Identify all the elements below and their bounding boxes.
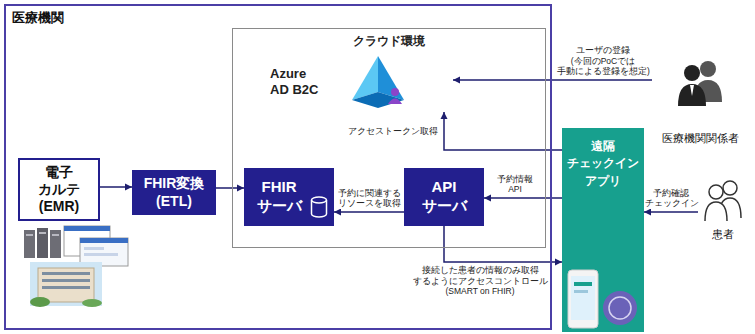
hospital-photo [30, 262, 102, 307]
arrow-head [484, 195, 491, 202]
building [38, 268, 94, 302]
arrow-head [453, 77, 460, 84]
server-box: API サーバ [404, 168, 484, 226]
node-label: 遠隔 チェックイン アプリ [567, 138, 639, 190]
tree [30, 297, 50, 307]
person-body [678, 84, 706, 106]
connector-line [334, 211, 404, 213]
arrow-head [644, 209, 651, 216]
connector [453, 77, 652, 84]
edge-label: 予約に関連する リソースを取得 [336, 188, 402, 209]
system-box: 電子 カルテ (EMR) [18, 158, 100, 221]
connector-line [444, 226, 562, 262]
edge-label: ユーザの登録 (今回のPoCでは 手動による登録を想定) [556, 45, 650, 77]
connector-line [453, 79, 652, 81]
staff-icon [670, 58, 730, 106]
person-head [700, 61, 716, 77]
phone-row [574, 290, 588, 293]
actor: 医療機関関係者 [652, 58, 748, 148]
person-head [723, 181, 737, 195]
screen-row [84, 247, 104, 250]
connector-line [444, 112, 562, 150]
edge-label: 予約情報 API [495, 174, 535, 195]
server-tower [24, 230, 35, 258]
screen-titlebar [80, 238, 128, 243]
dial [603, 291, 637, 325]
node-label: クラウド環境 [353, 33, 425, 50]
phone-illustration [564, 268, 640, 330]
node-label: 医療機関 [12, 9, 64, 27]
azure-icon [348, 54, 408, 110]
server-slot [26, 234, 33, 236]
node-label: Azure AD B2C [270, 66, 321, 99]
connector-line [644, 211, 698, 213]
patient-icon [700, 178, 746, 222]
screen-illustration [64, 226, 128, 266]
database-top [312, 197, 327, 203]
node-label: API サーバ [419, 178, 469, 216]
tree [82, 299, 102, 307]
dial-ring [609, 297, 631, 319]
database-body [312, 200, 327, 217]
app-panel: 遠隔 チェックイン アプリ [562, 128, 644, 332]
phone-body [568, 270, 598, 328]
cloud-boundary: クラウド環境 Azure AD B2C FHIR サーバ API サーバ [232, 28, 546, 248]
phone-screen [571, 276, 595, 320]
node-label: 医療機関関係者 [662, 131, 739, 146]
node-label: FHIR サーバ [254, 178, 304, 216]
edge-label: 予約確認 チェックイン [644, 188, 698, 209]
person-body [705, 202, 727, 221]
server-slot [39, 232, 46, 234]
person-head [684, 65, 700, 81]
connector [644, 209, 698, 216]
screen-window [80, 238, 128, 266]
window-row [42, 286, 90, 289]
node-label: 患者 [712, 227, 734, 242]
auth-service: Azure AD B2C [262, 52, 453, 112]
window-row [42, 279, 90, 282]
arrow-head [441, 112, 448, 119]
edge-label: 接続した患者の情報のみ取得 するようにアクセスコントロール (SMART on … [412, 265, 548, 297]
person-collar [690, 85, 694, 96]
person-head [709, 185, 723, 199]
node-label: FHIR変換 (ETL) [139, 175, 209, 210]
edge-label: アクセストークン取得 [347, 126, 439, 137]
window-row [42, 272, 90, 275]
connector [441, 112, 563, 150]
server-rack-illustration [24, 228, 61, 258]
connector [100, 184, 132, 191]
server-slot [52, 234, 59, 236]
user-body [388, 99, 402, 105]
connector [334, 209, 404, 216]
actor: 患者 [698, 178, 748, 244]
server-tower [37, 228, 48, 258]
phone-row [574, 282, 592, 286]
arrow-head [237, 185, 244, 192]
node-label: 電子 カルテ (EMR) [33, 164, 85, 214]
database-icon [310, 196, 328, 218]
sky [30, 262, 102, 306]
arrow-head [125, 184, 132, 191]
arrow-head [555, 259, 562, 266]
server-box: FHIR サーバ [244, 168, 334, 226]
user-head [391, 88, 399, 96]
arrow-head [334, 209, 341, 216]
server-tower [50, 230, 61, 258]
connector [216, 185, 244, 192]
screen-titlebar [64, 226, 110, 231]
connector [444, 226, 562, 266]
screen-row [84, 253, 118, 256]
process-box: FHIR変換 (ETL) [132, 170, 216, 215]
